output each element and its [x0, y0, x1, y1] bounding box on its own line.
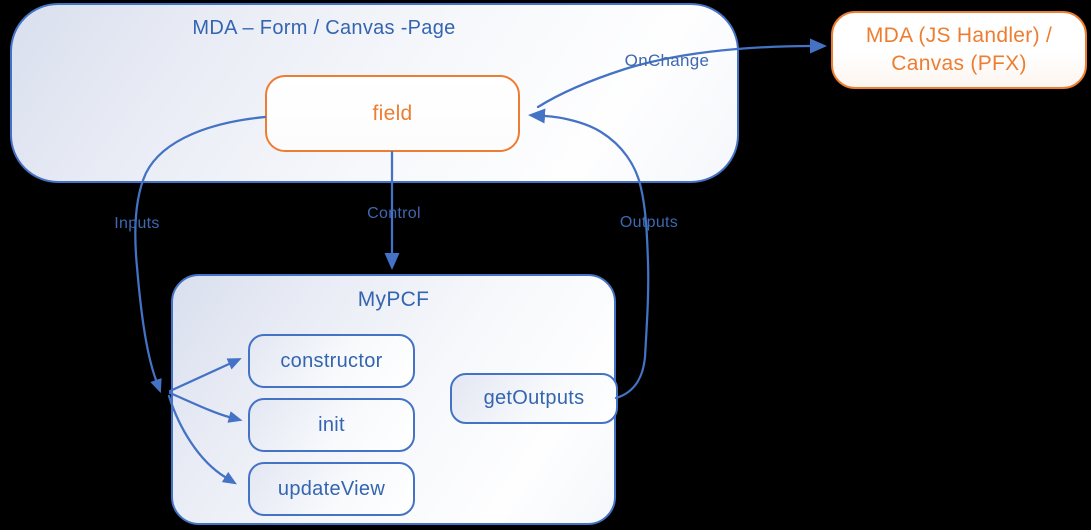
inputs-edge-label: Inputs [114, 215, 160, 232]
mypcf-title: MyPCF [357, 288, 430, 311]
control-edge-label: Control [367, 205, 421, 222]
handler-label-line2: Canvas (PFX) [891, 52, 1027, 75]
onchange-edge-label: OnChange [624, 51, 710, 70]
field-label: field [372, 101, 413, 125]
mypcf-container: MyPCF constructor init updateView getOut… [171, 274, 618, 525]
mda-page-title: MDA – Form / Canvas -Page [192, 17, 456, 39]
constructor-node: constructor [248, 334, 415, 388]
handler-label: MDA (JS Handler) / Canvas (PFX) [866, 22, 1052, 78]
updateview-node: updateView [248, 462, 415, 516]
getoutputs-label: getOutputs [483, 387, 585, 409]
handler-label-line1: MDA (JS Handler) / [865, 24, 1053, 47]
outputs-edge-label: Outputs [619, 214, 679, 231]
updateview-label: updateView [277, 477, 386, 500]
constructor-label: constructor [280, 349, 383, 372]
field-node: field [265, 75, 520, 152]
mda-js-handler-node: MDA (JS Handler) / Canvas (PFX) [831, 11, 1087, 89]
init-label: init [318, 413, 345, 436]
getoutputs-node: getOutputs [450, 373, 618, 424]
init-node: init [248, 398, 415, 452]
